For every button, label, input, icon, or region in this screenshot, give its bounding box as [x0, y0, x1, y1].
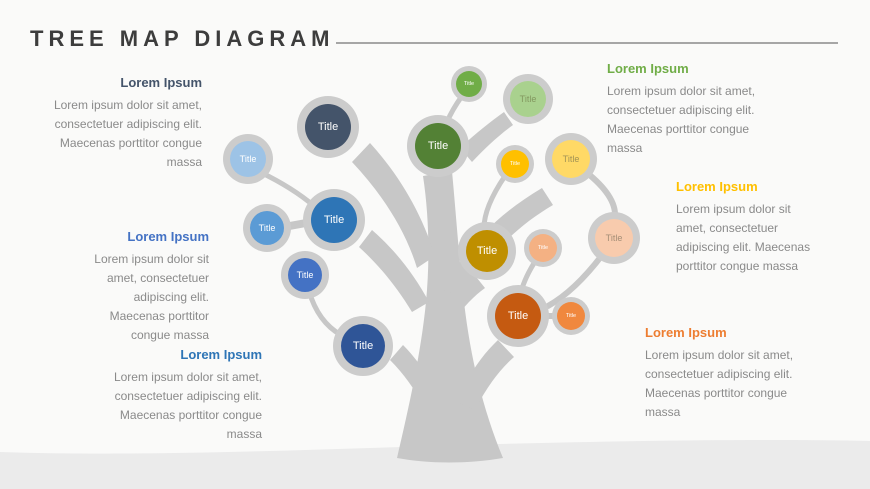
connector-royalblue-darkblue: [306, 288, 344, 338]
branch-to-dark-gold: [444, 273, 485, 320]
connector-lightblue-mediumblue: [257, 169, 317, 209]
branch-to-dark-blue: [390, 345, 442, 410]
block-heading: Lorem Ipsum: [120, 75, 202, 90]
connector-lightpeach-orange: [545, 251, 606, 309]
page-title: TREE MAP DIAGRAM: [30, 26, 335, 51]
tree-node-royal-blue: [288, 258, 322, 292]
block-heading: Lorem Ipsum: [645, 325, 727, 340]
tree-node-small-yellow: [501, 150, 529, 178]
text-block-left-middle: Lorem Ipsum Lorem ipsum dolor sit amet, …: [88, 229, 209, 345]
branch-to-orange: [457, 340, 514, 410]
tree-node-light-peach: [595, 219, 633, 257]
block-body: Lorem ipsum dolor sit amet, consectetuer…: [53, 98, 202, 169]
tree-node-small-green: [456, 71, 482, 97]
tree-node-navy-large: [305, 104, 351, 150]
text-block-right-middle: Lorem Ipsum Lorem ipsum dolor sit amet, …: [676, 179, 814, 276]
tree-node-dark-green: [415, 123, 461, 169]
branch-to-medium-blue: [359, 230, 429, 312]
tree-node-light-blue: [230, 141, 266, 177]
text-block-right-top: Lorem Ipsum Lorem ipsum dolor sit amet, …: [607, 61, 775, 158]
text-block-left-top: Lorem Ipsum Lorem ipsum dolor sit amet, …: [42, 75, 202, 172]
block-body: Lorem ipsum dolor sit amet, consectetuer…: [645, 348, 794, 419]
block-body: Lorem ipsum dolor sit amet, consectetuer…: [94, 252, 209, 342]
tree-node-light-yellow: [552, 140, 590, 178]
tree-node-medium-blue: [311, 197, 357, 243]
block-body: Lorem ipsum dolor sit amet, consectetuer…: [607, 84, 756, 155]
tree-node-dark-gold: [466, 230, 508, 272]
connector-lightyellow-lightpeach: [583, 169, 618, 219]
tree-node-sky-blue: [250, 211, 284, 245]
branch-to-navy: [352, 143, 435, 268]
branch-to-light-green: [460, 112, 513, 162]
title-rule-line: [336, 42, 838, 44]
tree-node-small-peach: [529, 234, 557, 262]
block-heading: Lorem Ipsum: [180, 347, 262, 362]
tree-node-orange-large: [495, 293, 541, 339]
tree-node-light-green: [510, 81, 546, 117]
text-block-left-bottom: Lorem Ipsum Lorem ipsum dolor sit amet, …: [102, 347, 262, 444]
block-heading: Lorem Ipsum: [607, 61, 689, 76]
tree-node-dark-blue: [341, 324, 385, 368]
block-heading: Lorem Ipsum: [676, 179, 758, 194]
text-block-right-bottom: Lorem Ipsum Lorem ipsum dolor sit amet, …: [645, 325, 813, 422]
block-body: Lorem ipsum dolor sit amet, consectetuer…: [113, 370, 262, 441]
tree-node-small-orange: [557, 302, 585, 330]
ground-wave: [0, 440, 870, 489]
block-heading: Lorem Ipsum: [127, 229, 209, 244]
block-body: Lorem ipsum dolor sit amet, consectetuer…: [676, 202, 811, 273]
